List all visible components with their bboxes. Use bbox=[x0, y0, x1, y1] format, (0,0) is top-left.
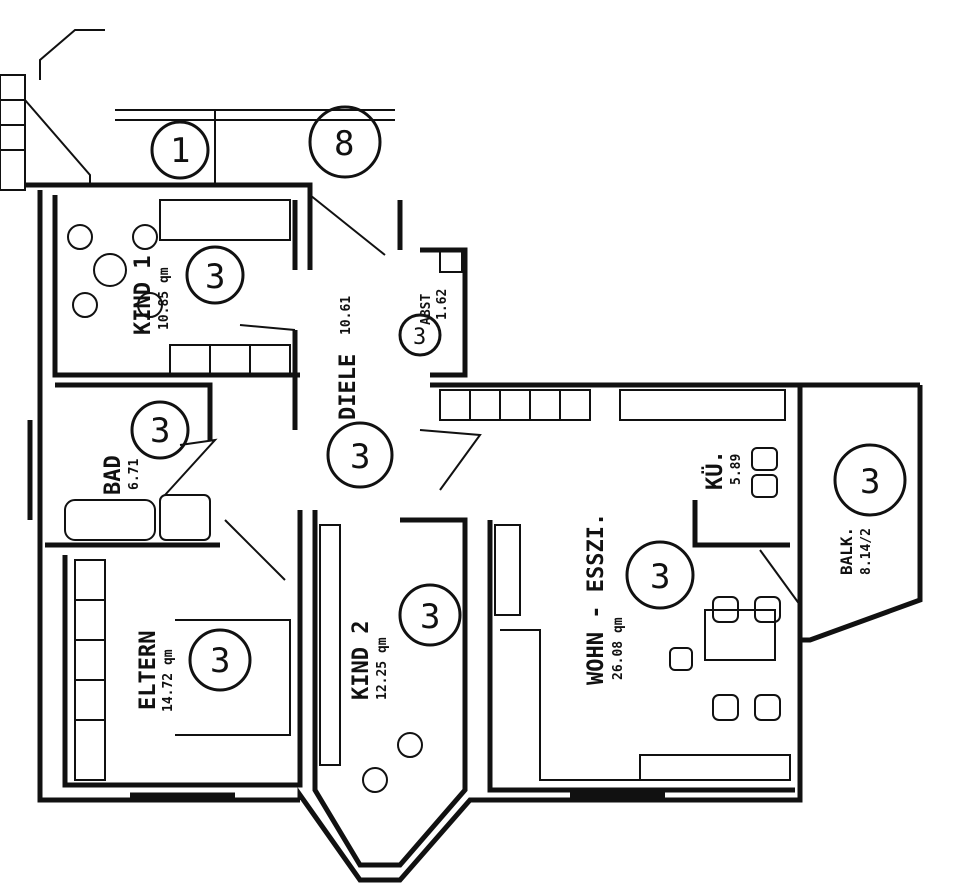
room-area: 26.08 qm bbox=[611, 617, 626, 680]
room-marker: 3 bbox=[650, 557, 670, 597]
fixtures bbox=[0, 29, 801, 793]
room-marker-circle bbox=[130, 400, 190, 460]
room-name: ELTERN bbox=[136, 631, 161, 710]
room-marker: 3 bbox=[210, 641, 230, 681]
room-name: KIND 2 bbox=[349, 621, 374, 700]
room-name: BALK. bbox=[837, 527, 856, 575]
room-marker-circle bbox=[625, 540, 695, 610]
room-kind-2: KIND 2 12.25 qm 3 bbox=[349, 583, 462, 700]
room-name: KIND 1 bbox=[131, 256, 156, 335]
room-balkon: BALK. 8.14/2 3 bbox=[833, 443, 907, 575]
room-abst: ABST 1.62 3 bbox=[398, 289, 450, 357]
stair-marker: 8 bbox=[334, 124, 354, 164]
room-marker: 3 bbox=[860, 462, 880, 502]
room-area: 6.71 bbox=[127, 459, 142, 490]
room-name: BAD bbox=[101, 455, 126, 495]
room-kueche: KÜ. 5.89 bbox=[702, 450, 744, 490]
stair-marker-circle bbox=[150, 120, 210, 180]
room-area: 8.14/2 bbox=[859, 528, 874, 575]
room-marker: 3 bbox=[420, 597, 440, 637]
room-bad: BAD 6.71 3 bbox=[101, 400, 190, 495]
room-name: KÜ. bbox=[702, 450, 728, 490]
room-marker-circle bbox=[188, 628, 252, 692]
room-marker: 3 bbox=[350, 437, 370, 477]
stair-marker: 1 bbox=[170, 131, 190, 171]
room-diele: DIELE 10.61 3 bbox=[326, 296, 394, 489]
room-eltern: ELTERN 14.72 qm 3 bbox=[136, 628, 252, 712]
room-marker-circle bbox=[326, 421, 394, 489]
room-area: 12.25 qm bbox=[375, 637, 390, 700]
room-marker-circle bbox=[398, 583, 462, 647]
room-marker-circle bbox=[185, 245, 245, 305]
room-marker: 3 bbox=[150, 411, 170, 451]
stair-markers: 1 8 bbox=[150, 105, 382, 180]
room-name: DIELE bbox=[336, 354, 361, 420]
room-marker: 3 bbox=[413, 325, 426, 350]
room-marker-circle bbox=[398, 313, 442, 357]
room-marker: 3 bbox=[205, 257, 225, 297]
room-name: WOHN - ESSZI. bbox=[584, 513, 609, 685]
room-kind-1: KIND 1 10.85 qm 3 bbox=[131, 245, 245, 335]
room-area: 1.62 bbox=[435, 289, 450, 320]
stair-marker-circle bbox=[308, 105, 382, 179]
room-area: 10.61 bbox=[339, 296, 354, 335]
room-area: 10.85 qm bbox=[157, 267, 172, 330]
room-area: 14.72 qm bbox=[161, 649, 176, 712]
room-area: 5.89 bbox=[729, 454, 744, 485]
room-marker-circle bbox=[833, 443, 907, 517]
room-wohn-esszi: WOHN - ESSZI. 26.08 qm 3 bbox=[584, 513, 695, 685]
